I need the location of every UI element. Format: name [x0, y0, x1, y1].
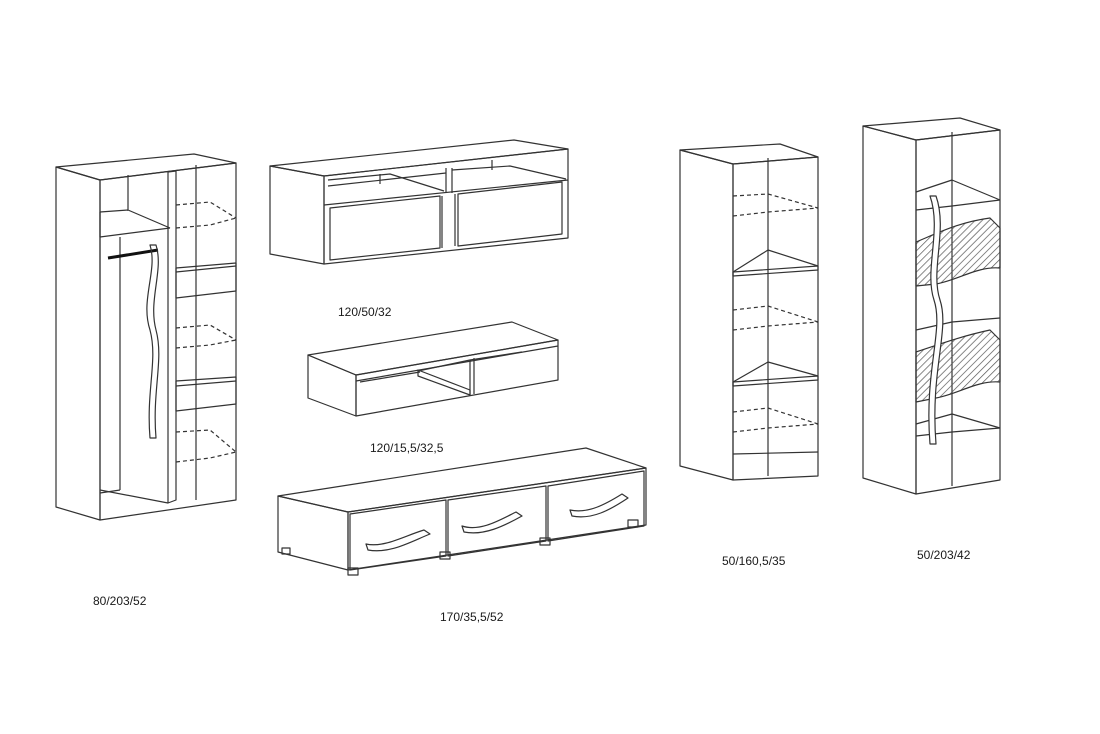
shelf-icon [307, 321, 559, 417]
dimension-label-cabinet: 50/160,5/35 [722, 554, 786, 568]
tv-stand-icon [277, 447, 647, 576]
dimension-label-tv-stand: 170/35,5/52 [440, 610, 504, 624]
dimension-label-bookcase: 50/203/42 [917, 548, 971, 562]
wardrobe-icon [55, 153, 237, 521]
dimension-label-shelf: 120/15,5/32,5 [370, 441, 444, 455]
dimension-label-wardrobe: 80/203/52 [93, 594, 147, 608]
cabinet-icon [679, 143, 819, 481]
bookcase-icon [862, 117, 1001, 495]
wall-cabinet-icon [269, 139, 569, 265]
dimension-label-wall-cabinet: 120/50/32 [338, 305, 392, 319]
